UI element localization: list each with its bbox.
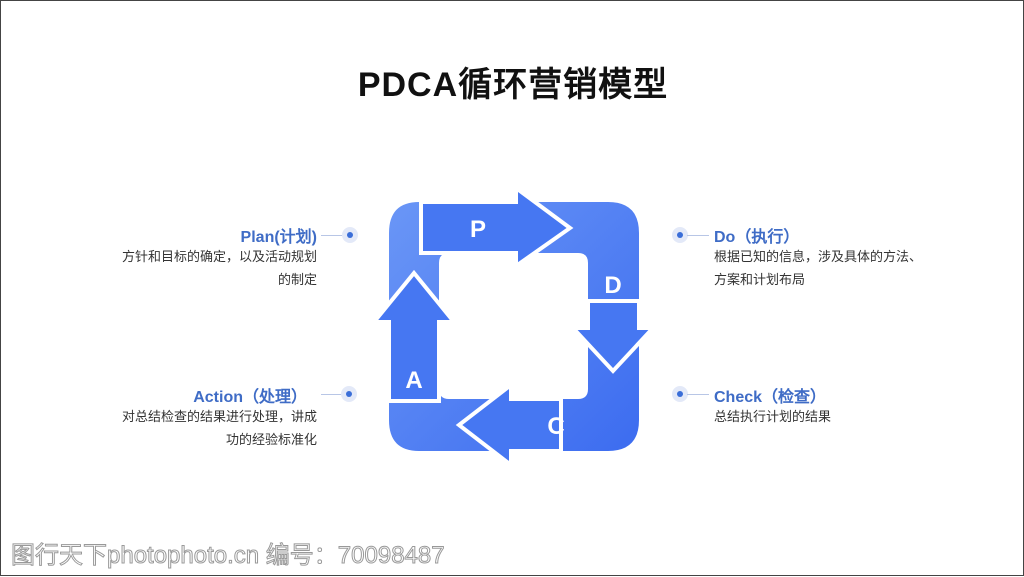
label-c: C [547,413,564,440]
action-connector [321,394,343,395]
do-dot-icon [672,227,688,243]
action-description: 对总结检查的结果进行处理，讲成 功的经验标准化 [122,405,317,451]
arrow-a [369,269,459,403]
arrow-c [455,380,563,470]
plan-line-1: 方针和目标的确定，以及活动规划 [121,249,317,264]
action-dot-icon [341,386,357,402]
action-line-2: 功的经验标准化 [225,432,317,447]
do-connector [687,235,709,236]
page-title: PDCA循环营销模型 [357,66,669,104]
action-line-1: 对总结检查的结果进行处理，讲成 [121,409,317,424]
arrow-p [419,184,574,270]
do-line-1: 根据已知的信息，涉及具体的方法、 [714,249,923,264]
plan-dot-icon [342,227,358,243]
label-a: A [405,367,422,394]
do-heading: Do（执行） [714,229,800,246]
check-description: 总结执行计划的结果 [714,405,831,428]
watermark: 图行天下photophoto.cn 编号：70098487 [11,542,446,570]
label-d: D [604,272,621,299]
do-line-2: 方案和计划布局 [714,272,806,287]
check-line-1: 总结执行计划的结果 [714,409,832,424]
arrow-d [568,299,658,374]
plan-connector [321,235,343,236]
plan-description: 方针和目标的确定，以及活动规划 的制定 [122,245,317,291]
check-connector [687,394,709,395]
check-dot-icon [672,386,688,402]
check-heading: Check（检查） [714,389,827,406]
plan-heading: Plan(计划) [240,229,317,246]
plan-line-2: 的制定 [277,272,317,287]
label-p: P [470,216,486,243]
do-description: 根据已知的信息，涉及具体的方法、 方案和计划布局 [714,245,922,291]
action-heading: Action（处理） [193,389,307,406]
